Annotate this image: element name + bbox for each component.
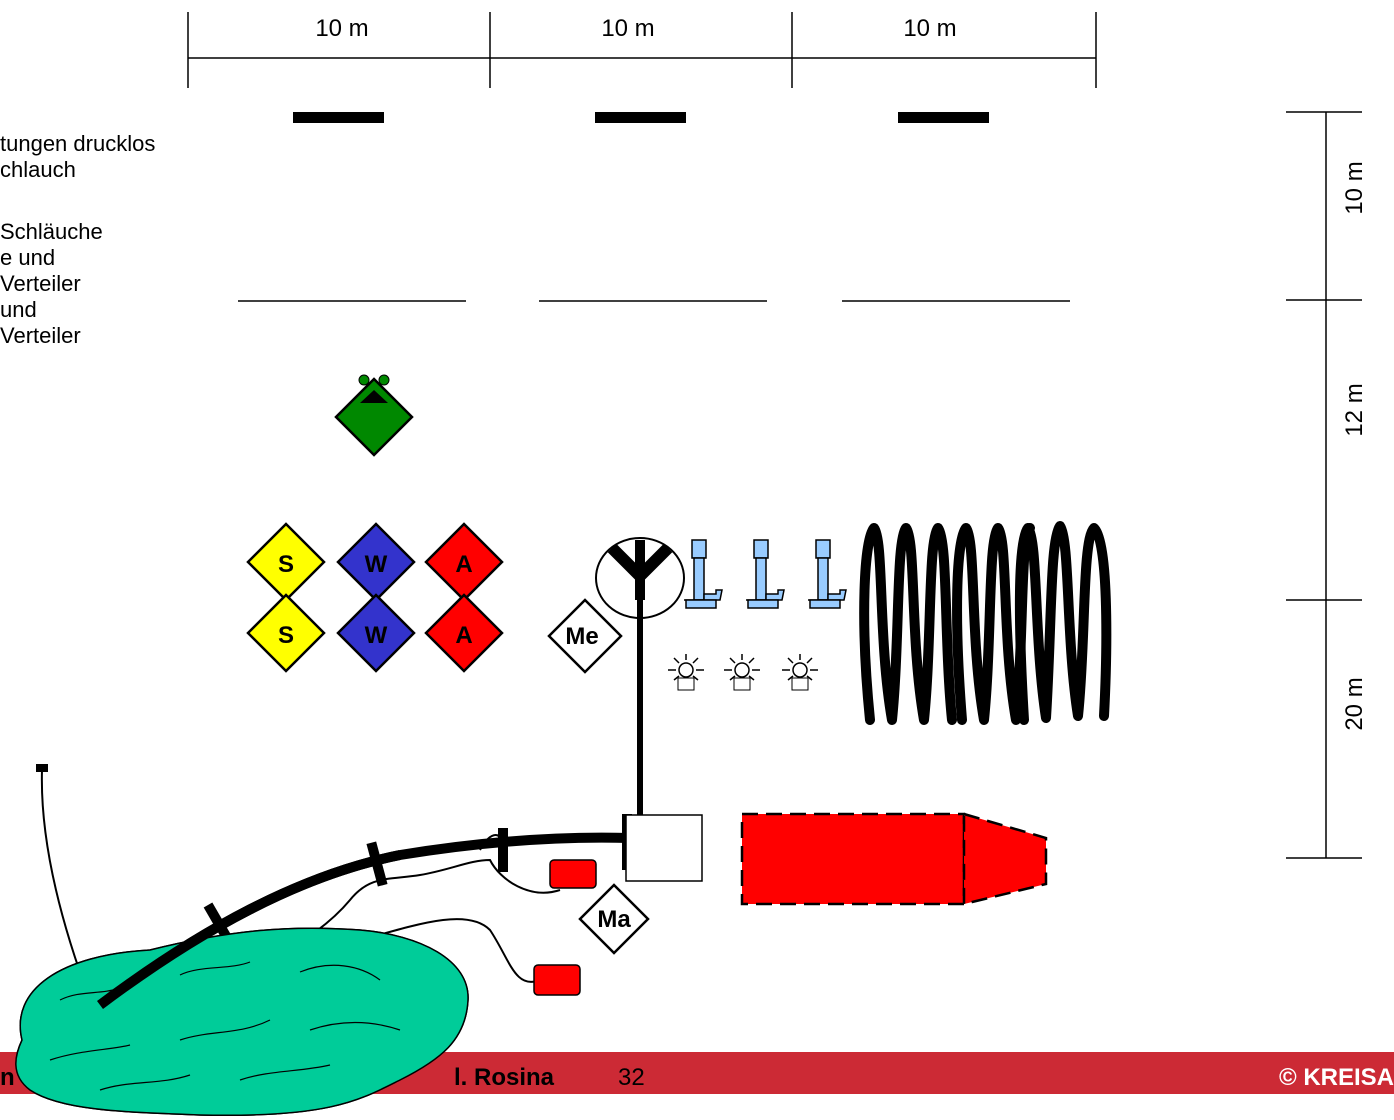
legend-line: chlauch: [0, 157, 76, 182]
footer-copyright: © KREISA: [1279, 1064, 1394, 1091]
pond-foreground: [15, 927, 469, 1117]
a-diamond-icon: [424, 593, 504, 673]
footer-author: l. Rosina: [454, 1064, 555, 1091]
swa-row-1: S W A: [246, 522, 504, 602]
legend-line: tungen drucklos: [0, 131, 156, 156]
top-scale-bar: [187, 12, 1097, 88]
ma-label: Ma: [597, 906, 631, 933]
legend-gap: [0, 183, 240, 219]
thick-mark-1: [293, 112, 384, 123]
hose-coil-1: [859, 523, 957, 725]
lights: [668, 654, 818, 691]
legend-line: Verteiler: [0, 323, 81, 348]
red-box-2: [533, 964, 581, 996]
legend-line: Verteiler: [0, 271, 81, 296]
pond-foreground-waves: [49, 850, 401, 1091]
fire-truck: [740, 812, 1048, 906]
footer-page-number: 32: [618, 1064, 645, 1091]
me-label: Me: [565, 623, 598, 650]
light-icon: [724, 654, 760, 691]
thick-mark-2: [595, 112, 686, 123]
y-distributor-icon: [595, 537, 685, 815]
strainer-icon: [36, 764, 48, 772]
s-letter: S: [278, 622, 294, 649]
top-scale-label-3: 10 m: [903, 15, 956, 42]
right-scale-label-2: 12 m: [1341, 383, 1368, 436]
footer-left-fragment: n: [0, 1064, 15, 1091]
s-diamond-icon: [246, 593, 326, 673]
right-scale-label-3: 20 m: [1341, 677, 1368, 730]
thick-mark-3: [898, 112, 989, 123]
swa-row-2: S W A: [246, 593, 504, 673]
top-scale-label-2: 10 m: [601, 15, 654, 42]
legend-line: e und: [0, 245, 56, 270]
w-diamond-icon: [336, 593, 416, 673]
light-icon: [668, 654, 704, 691]
top-scale-label-1: 10 m: [315, 15, 368, 42]
me-symbol: Me: [547, 598, 623, 674]
hose-coil-3: [1014, 521, 1112, 725]
right-scale-bar: [1286, 111, 1362, 859]
pumps: [684, 539, 847, 609]
light-icon: [782, 654, 818, 691]
pump-icon: [808, 539, 847, 609]
a-letter: A: [455, 551, 472, 578]
distributor-icon: [334, 374, 414, 457]
w-letter: W: [365, 551, 388, 578]
pump-unit: [625, 814, 703, 882]
right-scale-label-1: 10 m: [1341, 161, 1368, 214]
legend-line: und: [0, 297, 37, 322]
w-letter: W: [365, 622, 388, 649]
legend-text: tungen drucklos chlauch Schläuche e und …: [0, 131, 240, 349]
a-letter: A: [455, 622, 472, 649]
ma-symbol: Ma: [578, 883, 650, 955]
hose-coils: [859, 521, 1112, 725]
s-letter: S: [278, 551, 294, 578]
pump-icon: [746, 539, 785, 609]
thick-line-marks: [293, 112, 989, 123]
pump-icon: [684, 539, 723, 609]
legend-line: Schläuche: [0, 219, 103, 244]
red-box-1: [549, 859, 597, 889]
